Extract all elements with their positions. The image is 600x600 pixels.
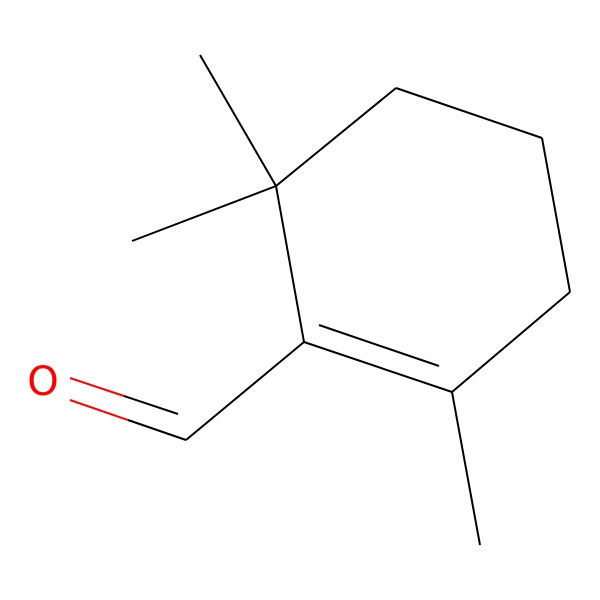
bond-co-outer-black — [127, 419, 187, 441]
bond-c1-methyl-a — [199, 54, 277, 187]
bond-c1-c2 — [275, 87, 397, 187]
bond-c4-c5 — [451, 291, 571, 393]
bond-c2-c3 — [395, 87, 543, 139]
bond-co-outer-red — [69, 399, 129, 421]
bond-c5-c6 — [303, 341, 453, 393]
bond-c5-c6-inner — [318, 324, 440, 367]
oxygen-atom-label: O — [27, 359, 58, 405]
bond-c1-methyl-b — [131, 185, 277, 242]
bond-co-inner-black — [123, 395, 179, 415]
bond-c6-c1 — [275, 185, 305, 343]
bond-c3-c4 — [541, 137, 571, 293]
bond-co-inner-red — [69, 377, 125, 397]
bond-c6-aldehyde-carbon — [185, 341, 305, 441]
bond-c5-methyl — [451, 391, 481, 546]
